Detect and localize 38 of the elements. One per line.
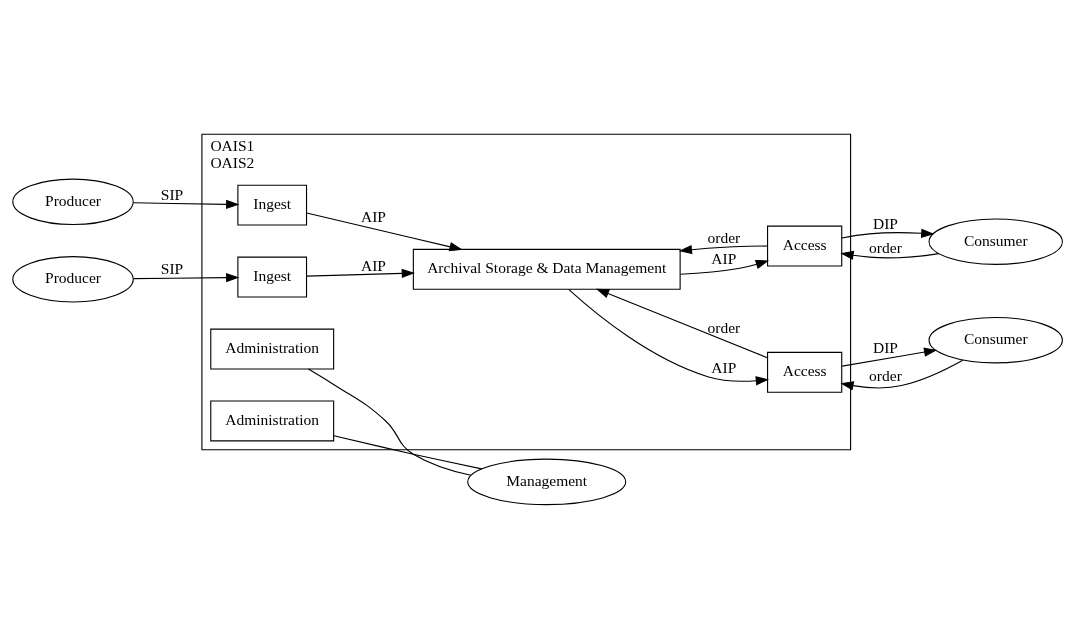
arrow	[306, 268, 415, 278]
node-box: Archival Storage & Data Management	[412, 248, 681, 290]
edge-label: order	[707, 228, 741, 246]
node-ellipse: Management	[467, 458, 627, 505]
edge-label: order	[869, 366, 902, 384]
node-ellipse: Consumer	[928, 217, 1063, 265]
edge-label: AIP	[361, 207, 386, 225]
edge-label: AIP	[361, 256, 386, 274]
node-box: Access	[767, 225, 843, 267]
arrow	[595, 288, 768, 358]
edge-label: AIP	[711, 358, 737, 375]
arrow	[841, 347, 938, 367]
node-ellipse: Consumer	[928, 316, 1063, 363]
arrow	[306, 211, 463, 251]
edge-label: SIP	[160, 185, 184, 203]
node-ellipse: Producer	[12, 255, 134, 303]
edge-label: DIP	[872, 214, 898, 232]
connector	[307, 367, 472, 476]
arrow	[841, 228, 935, 238]
arrow	[680, 259, 769, 275]
node-box: Ingest	[237, 256, 308, 298]
connector	[333, 434, 483, 469]
edge-label: SIP	[160, 259, 184, 277]
arrow	[133, 199, 240, 209]
arrow	[568, 288, 770, 385]
node-box: Ingest	[237, 184, 308, 226]
edge-label: DIP	[872, 338, 898, 356]
arrow	[133, 272, 240, 282]
arrow	[678, 244, 768, 254]
node-box: Administration	[210, 328, 335, 369]
arrow	[840, 250, 940, 260]
node-ellipse: Producer	[12, 178, 134, 225]
edge-label: AIP	[711, 249, 737, 267]
edge-label: order	[869, 238, 902, 256]
node-box: Administration	[210, 400, 335, 441]
edge-label: order	[707, 318, 741, 336]
node-box: Access	[767, 351, 843, 393]
arrow	[840, 359, 964, 390]
